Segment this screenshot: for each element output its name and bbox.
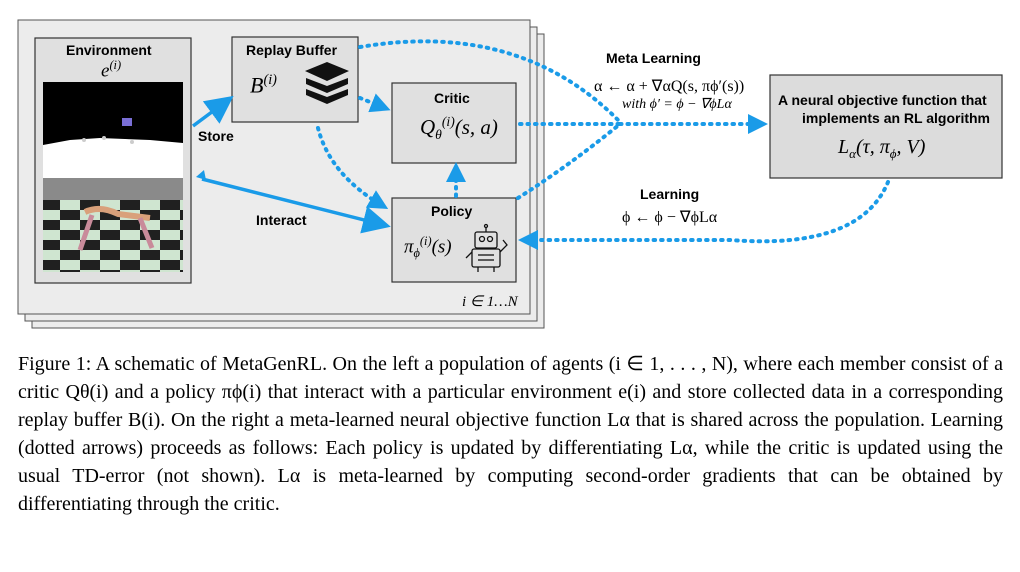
objective-title-line1: A neural objective function that bbox=[778, 92, 987, 108]
objective-title-line2: implements an RL algorithm bbox=[802, 110, 990, 126]
schematic-figure: Environment e(i) Replay Buffer B(i) Crit… bbox=[17, 19, 1003, 329]
caption-text: Figure 1: A schematic of MetaGenRL. On t… bbox=[18, 353, 1003, 515]
replay-buffer-box bbox=[231, 36, 359, 123]
critic-box bbox=[391, 82, 517, 164]
learning-update: ϕ ← ϕ − ∇ϕLα bbox=[622, 209, 718, 226]
robot-icon bbox=[465, 223, 508, 272]
objective-math: Lα(τ, πϕ, V) bbox=[838, 136, 926, 161]
meta-update: α ← α + ∇αQ(s, πϕ′(s)) bbox=[594, 78, 745, 95]
meta-update-with: with ϕ′ = ϕ − ∇ϕLα bbox=[622, 97, 732, 112]
figure-caption: Figure 1: A schematic of MetaGenRL. On t… bbox=[18, 350, 1003, 518]
buffer-to-policy-arrow bbox=[316, 126, 389, 210]
policy-to-meta-arrow bbox=[516, 122, 622, 200]
store-label: Store bbox=[198, 128, 234, 144]
objective-function-box bbox=[769, 74, 1003, 179]
critic-math: Qθ(i)(s, a) bbox=[420, 114, 498, 143]
replay-buffer-label: Replay Buffer bbox=[246, 42, 338, 58]
buffer-to-critic-arrow bbox=[358, 93, 391, 113]
buffer-to-meta-arrow bbox=[358, 39, 622, 124]
meta-learning-label: Meta Learning bbox=[606, 50, 701, 66]
schematic-graphics bbox=[17, 19, 1003, 329]
layers-icon bbox=[305, 62, 349, 104]
policy-box bbox=[391, 197, 517, 283]
environment-math: e(i) bbox=[101, 58, 122, 82]
replay-buffer-math: B(i) bbox=[250, 72, 277, 98]
policy-math: πϕ(i)(s) bbox=[404, 234, 452, 261]
interact-arrow bbox=[201, 177, 391, 234]
learning-label: Learning bbox=[640, 186, 700, 202]
environment-label: Environment bbox=[66, 42, 152, 58]
store-arrow bbox=[191, 95, 234, 128]
population-label: i ∈ 1…N bbox=[462, 294, 518, 310]
policy-label: Policy bbox=[431, 203, 473, 219]
environment-scene-image bbox=[43, 82, 183, 272]
objective-to-policy-arrow bbox=[518, 180, 890, 250]
critic-label: Critic bbox=[434, 90, 470, 106]
interact-label: Interact bbox=[256, 212, 307, 228]
